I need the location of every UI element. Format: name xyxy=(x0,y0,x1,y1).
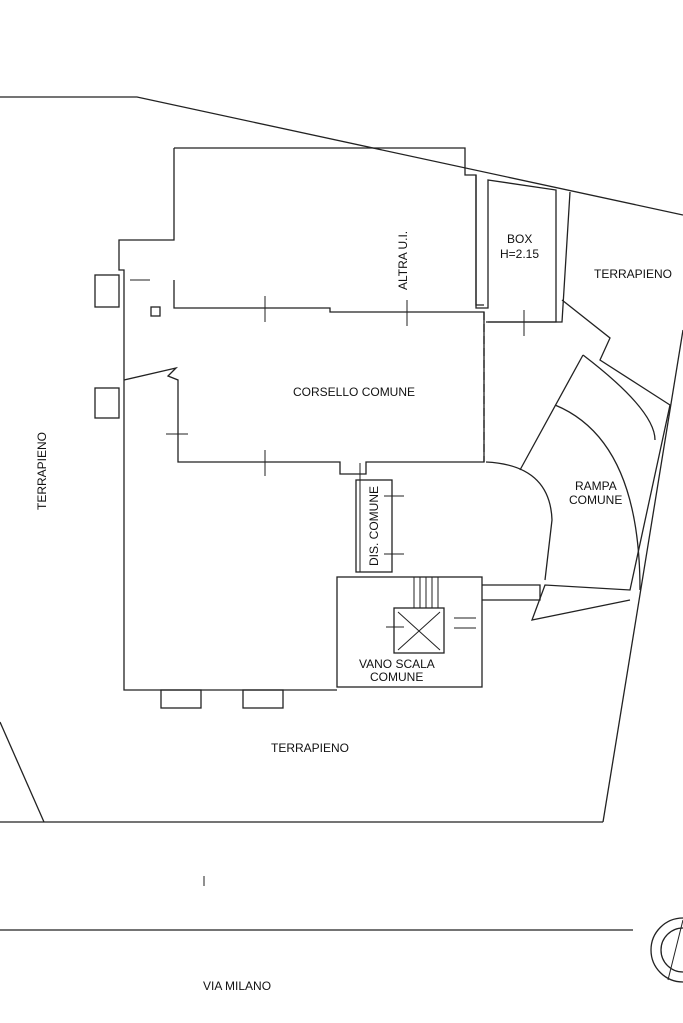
label-terrapieno-left: TERRAPIENO xyxy=(35,432,49,510)
label-rampa-comune: COMUNE xyxy=(569,493,622,507)
label-dis-comune: DIS. COMUNE xyxy=(367,486,381,566)
label-terrapieno-bottom: TERRAPIENO xyxy=(271,741,349,755)
lot-boundary xyxy=(0,96,683,931)
label-corsello-comune: CORSELLO COMUNE xyxy=(293,385,415,399)
label-vano-scala-comune: COMUNE xyxy=(370,670,423,684)
label-via-milano: VIA MILANO xyxy=(203,979,271,993)
label-rampa: RAMPA xyxy=(575,479,617,493)
label-altra-ui: ALTRA U.I. xyxy=(396,231,410,290)
label-terrapieno-top-right: TERRAPIENO xyxy=(594,267,672,281)
label-vano-scala: VANO SCALA xyxy=(359,657,435,671)
label-box: BOX xyxy=(507,232,532,246)
label-box-height: H=2.15 xyxy=(500,247,539,261)
building-outline xyxy=(94,147,683,983)
